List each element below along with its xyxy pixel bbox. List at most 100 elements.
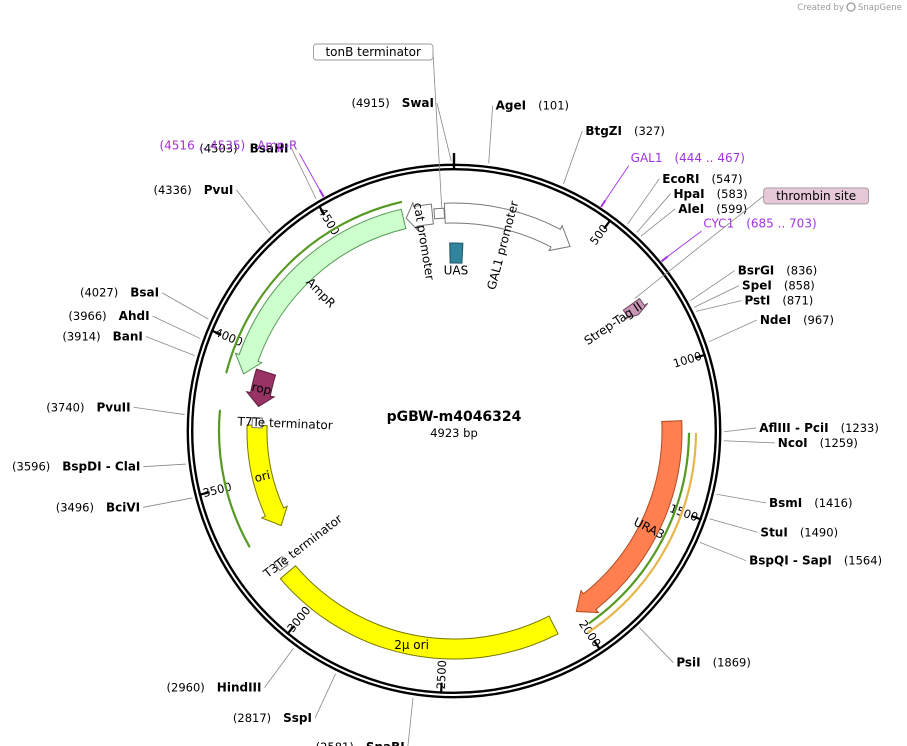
feature-1	[622, 297, 649, 320]
site-leader-2	[563, 130, 583, 185]
site-leader-17	[314, 673, 337, 719]
site-pos-8: (871)	[782, 294, 813, 308]
site-label-17: (2817)SspI	[233, 711, 312, 725]
site-leader-4	[636, 193, 671, 233]
site-label-14: BspQI - SapI(1564)	[749, 554, 882, 568]
site-pos-24: (4027)	[80, 286, 118, 300]
site-leader-15	[638, 627, 674, 663]
site-leader-5	[640, 208, 676, 237]
site-name-23: AhdI	[119, 309, 150, 323]
primer-name-1: GAL1	[631, 151, 663, 165]
tick-label-2500: 2500	[434, 660, 449, 690]
site-pos-23: (3966)	[68, 309, 106, 323]
site-pos-4: (583)	[717, 187, 748, 201]
site-name-19: BciVI	[106, 500, 140, 514]
site-label-2: BtgZI (327)	[585, 124, 665, 138]
site-leader-25	[236, 189, 271, 234]
site-name-24: BsaI	[130, 286, 159, 300]
tick-mark-1000	[694, 353, 706, 359]
tick-mark-2500	[439, 682, 443, 694]
site-leader-7	[693, 285, 740, 308]
primer-label-0: (4516 .. 4535)Amp-R	[159, 139, 297, 153]
site-name-3: EcoRI	[662, 172, 699, 186]
site-label-20: (3596)BspDI - ClaI	[12, 460, 140, 474]
feature-8	[449, 242, 464, 264]
site-name-2: BtgZI	[585, 124, 622, 138]
brand-product: SnapGene	[858, 3, 902, 13]
tick-mark-4000	[210, 329, 222, 336]
snapgene-brand: Created by SnapGene	[797, 2, 902, 13]
site-name-8: PstI	[744, 294, 770, 308]
site-pos-15: (1869)	[713, 656, 751, 670]
site-leader-0	[436, 102, 452, 162]
site-name-14: BspQI - SapI	[749, 554, 832, 568]
site-name-17: SspI	[283, 711, 312, 725]
primer-mark-0	[318, 189, 325, 198]
label-leaders	[133, 102, 775, 746]
site-name-13: StuI	[760, 525, 787, 539]
site-name-22: BanI	[113, 330, 143, 344]
callout-leader-0	[432, 51, 443, 208]
callout-leader-1	[634, 195, 764, 299]
feature-6	[234, 208, 407, 375]
primer-range-1: (444 .. 467)	[674, 151, 744, 165]
callout-text-1: thrombin site	[776, 189, 856, 203]
feature-5	[245, 368, 277, 408]
site-label-15: PsiI(1869)	[676, 656, 751, 670]
site-label-13: StuI(1490)	[760, 525, 838, 539]
site-label-3: EcoRI(547)	[662, 172, 742, 186]
site-pos-12: (1416)	[814, 496, 852, 510]
site-pos-10: (1233)	[841, 421, 879, 435]
site-name-6: BsrGI	[738, 264, 775, 278]
site-pos-11: (1259)	[820, 436, 858, 450]
feature-label-7: cat promoter	[411, 202, 437, 281]
orf-arc-2	[588, 432, 691, 625]
site-leader-18	[264, 647, 294, 688]
feature-label-8: UAS	[444, 264, 469, 278]
site-leader-3	[627, 178, 660, 225]
site-pos-7: (858)	[784, 279, 815, 293]
backbone-inner-strand	[191, 168, 717, 694]
callout-box-0	[312, 43, 434, 61]
brand-created-by: Created by	[797, 3, 844, 13]
site-pos-2: (327)	[634, 124, 665, 138]
site-pos-6: (836)	[786, 264, 817, 278]
site-pos-21: (3740)	[46, 400, 84, 414]
site-leader-24	[161, 292, 209, 320]
site-label-6: BsrGI (836)	[738, 264, 817, 278]
site-pos-20: (3596)	[12, 460, 50, 474]
primer-range-2: (685 .. 703)	[746, 216, 816, 230]
site-name-1: AgeI	[496, 99, 526, 113]
callout-text-0: tonB terminator	[325, 45, 421, 59]
feature-4	[246, 424, 289, 527]
site-leader-1	[488, 105, 494, 164]
tick-mark-1500	[690, 514, 702, 521]
site-leader-10	[723, 427, 757, 433]
primer-leader-0	[298, 153, 321, 191]
site-label-9: NdeI(967)	[760, 313, 834, 327]
tick-mark-4500	[317, 204, 326, 216]
small-feature-0	[251, 417, 263, 429]
site-name-10: AflIII - PciI	[759, 421, 828, 435]
feature-label-6: AmpR	[303, 275, 338, 310]
site-leader-21	[133, 406, 185, 415]
site-leader-6	[690, 270, 735, 301]
tick-mark-3500	[198, 491, 210, 496]
site-leader-13	[709, 518, 758, 533]
site-leader-12	[716, 493, 767, 504]
small-feature-2	[433, 207, 446, 220]
site-pos-16: (2581)	[316, 740, 354, 746]
site-name-11: NcoI	[778, 436, 808, 450]
site-pos-18: (2960)	[167, 681, 205, 695]
site-label-11: NcoI (1259)	[778, 436, 858, 450]
callout-box-1	[763, 187, 870, 205]
small-feature-1	[273, 555, 289, 572]
snapgene-logo-icon	[846, 2, 856, 12]
site-name-21: PvuII	[97, 400, 131, 414]
tick-mark-3000	[286, 625, 295, 635]
site-name-18: HindIII	[217, 681, 262, 695]
site-pos-26: (4503)	[199, 141, 237, 155]
orf-arc-1	[217, 409, 251, 548]
site-name-5: AleI	[678, 202, 704, 216]
